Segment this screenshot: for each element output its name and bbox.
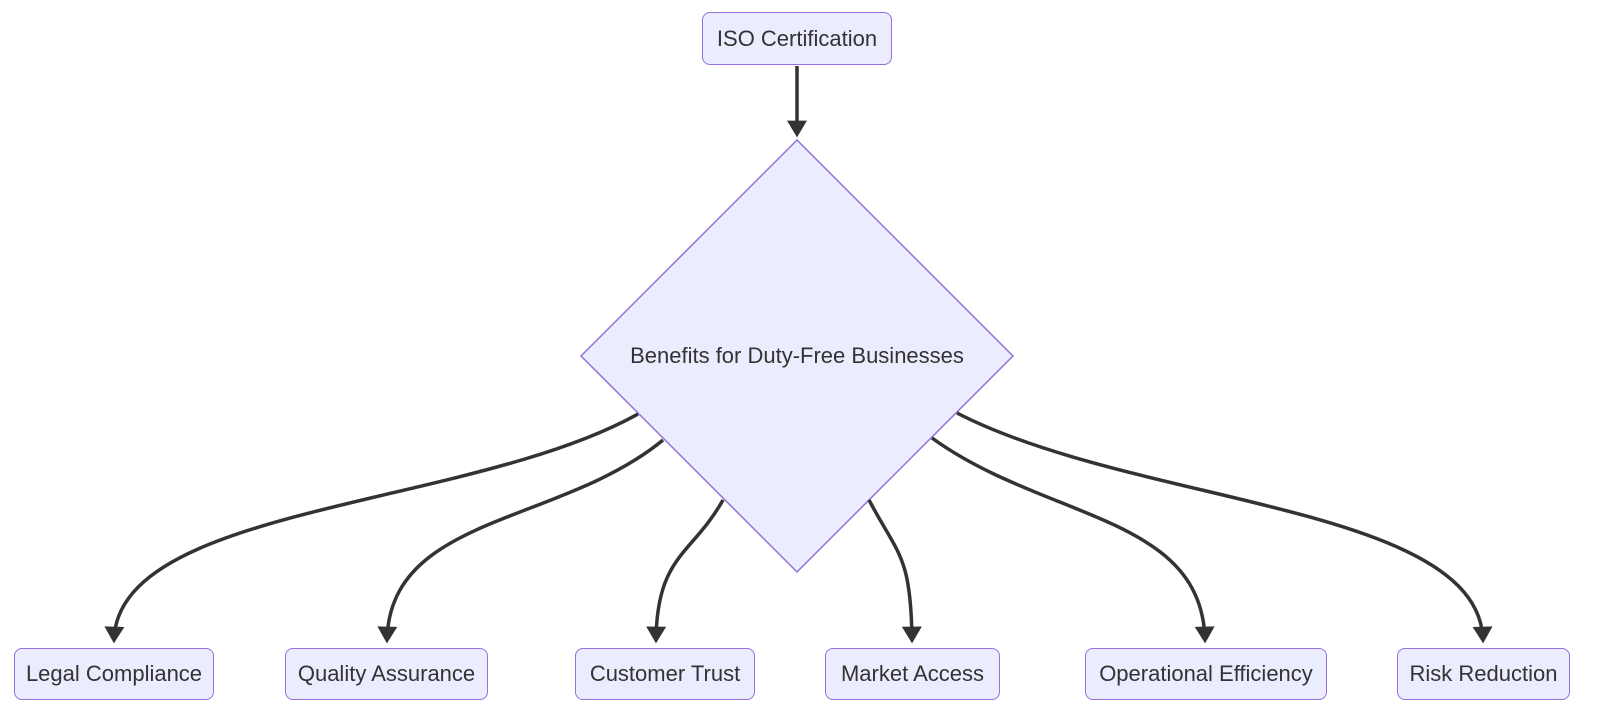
node-legal-compliance: Legal Compliance	[14, 648, 214, 700]
edge-decision-to-quality-assurance	[377, 438, 665, 644]
node-label: Operational Efficiency	[1099, 661, 1313, 686]
edge-decision-to-risk-reduction	[956, 411, 1493, 644]
node-label: Risk Reduction	[1409, 661, 1558, 686]
node-customer-trust: Customer Trust	[575, 648, 755, 700]
node-label: Benefits for Duty-Free Businesses	[630, 343, 964, 368]
node-label: Quality Assurance	[297, 661, 476, 686]
node-label: Customer Trust	[589, 661, 741, 686]
node-market-access: Market Access	[825, 648, 1000, 700]
node-risk-reduction: Risk Reduction	[1397, 648, 1570, 700]
decision-diamond-shape	[579, 138, 1015, 574]
node-label: ISO Certification	[716, 25, 878, 51]
node-operational-efficiency: Operational Efficiency	[1085, 648, 1327, 700]
edge-decision-to-legal-compliance	[104, 412, 639, 644]
node-label: Market Access	[840, 661, 985, 686]
edge-decision-to-customer-trust	[646, 499, 725, 644]
node-decision-label: Benefits for Duty-Free Businesses	[597, 342, 997, 370]
node-label: Legal Compliance	[25, 661, 203, 686]
node-quality-assurance: Quality Assurance	[285, 648, 488, 700]
edge-decision-to-operational-efficiency	[930, 436, 1215, 644]
edge-decision-to-market-access	[867, 499, 922, 644]
node-iso-certification: ISO Certification	[702, 12, 892, 65]
